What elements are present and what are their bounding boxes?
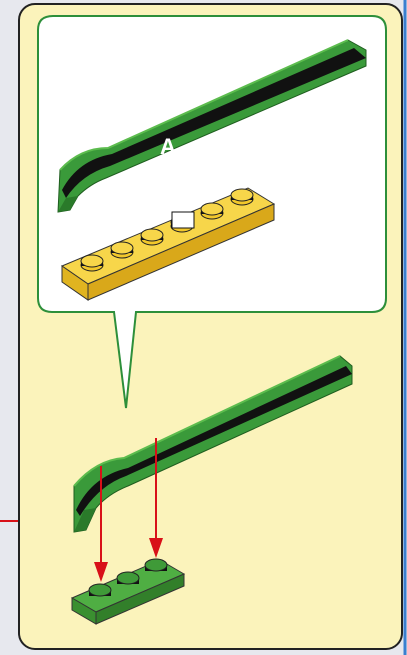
panel-label: A [160, 134, 177, 160]
position-marker [172, 212, 194, 228]
